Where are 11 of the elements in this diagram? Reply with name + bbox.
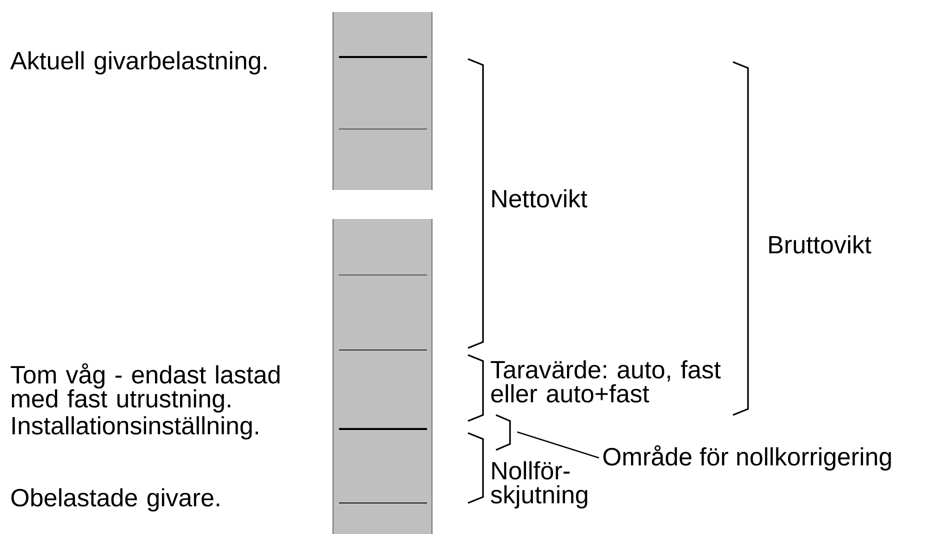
callout-text: Område för nollkorrigering: [603, 445, 891, 471]
annotation-text: Nollför- skjutning: [490, 461, 588, 508]
brace: [496, 414, 511, 451]
leader-line: [517, 431, 600, 458]
annotation-text: Aktuell givarbelastning.: [10, 51, 266, 74]
annotation-text: Nettovikt: [492, 189, 588, 208]
annotation-text: Obelastade givare.: [11, 488, 220, 512]
annotation-text: Taravärde: auto, fast eller auto+fast: [490, 360, 721, 403]
annotation-text: Tom våg - endast lastad med fast utrustning.: [10, 363, 280, 413]
annotation-text: Installationsinställning.: [12, 416, 258, 440]
annotation-text: Bruttovikt: [769, 235, 872, 254]
